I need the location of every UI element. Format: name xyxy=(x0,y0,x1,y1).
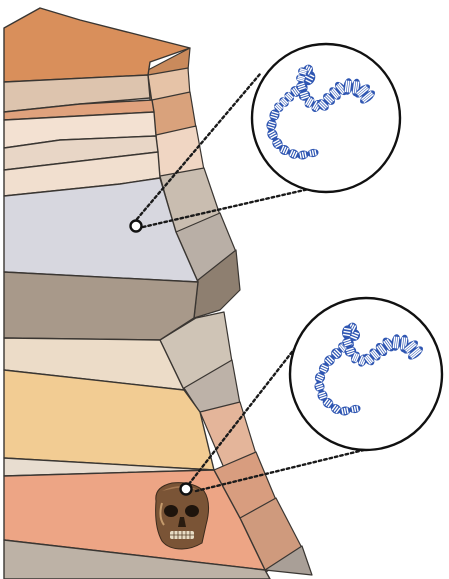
stratum-8 xyxy=(4,272,198,340)
sample-point-icon xyxy=(131,221,142,232)
sample-point-icon xyxy=(181,484,192,495)
upper-sample-callout xyxy=(252,44,400,192)
lower-sample-callout xyxy=(290,298,442,450)
